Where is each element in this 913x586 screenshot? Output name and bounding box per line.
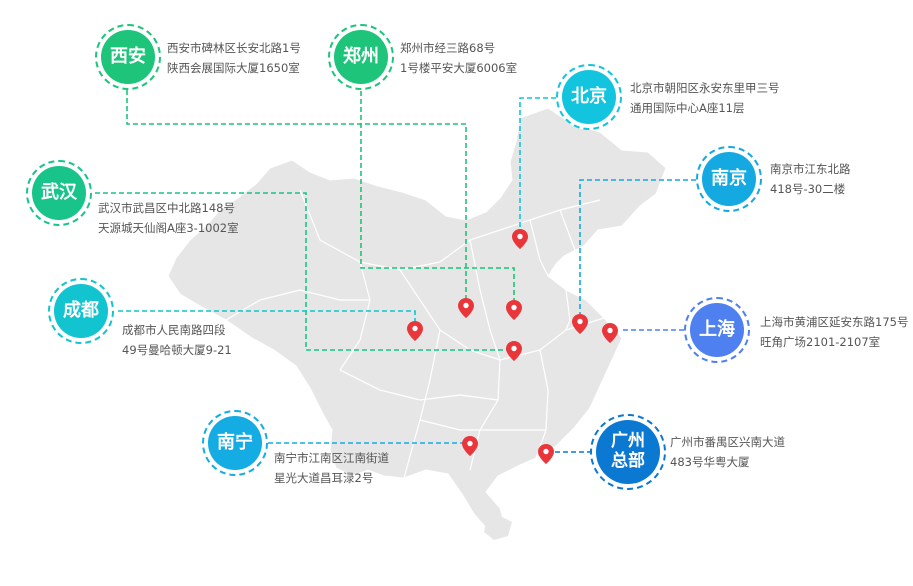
office-address-nanning: 南宁市江南区江南街道 星光大道昌耳渌2号 [274,448,389,488]
address-line: 武汉市武昌区中北路148号 [98,201,235,215]
office-badge-nanning[interactable]: 南宁 [208,416,262,470]
address-line: 483号华粤大厦 [670,455,750,469]
office-badge-xian[interactable]: 西安 [101,30,155,84]
office-address-zhengzhou: 郑州市经三路68号 1号楼平安大厦6006室 [400,38,517,78]
address-line: 旺角广场2101-2107室 [760,335,881,349]
address-line: 天源城天仙阁A座3-1002室 [98,221,239,235]
map-pin-xian[interactable] [458,298,474,318]
map-pin-wuhan[interactable] [506,341,522,361]
office-address-beijing: 北京市朝阳区永安东里甲三号 通用国际中心A座11层 [630,78,780,118]
address-line: 西安市碑林区长安北路1号 [167,41,301,55]
address-line: 南宁市江南区江南街道 [274,451,389,465]
map-pin-nanning[interactable] [462,436,478,456]
office-badge-beijing[interactable]: 北京 [562,70,616,124]
address-line: 上海市黄浦区延安东路175号 [760,315,909,329]
office-badge-shanghai[interactable]: 上海 [690,303,744,357]
office-badge-guangzhou[interactable]: 广州总部 [596,420,660,484]
map-pin-shanghai[interactable] [602,323,618,343]
address-line: 星光大道昌耳渌2号 [274,471,374,485]
address-line: 陕西会展国际大厦1650室 [167,61,300,75]
office-address-guangzhou: 广州市番禺区兴南大道 483号华粤大厦 [670,432,785,472]
address-line: 成都市人民南路四段 [122,323,226,337]
map-pin-guangzhou[interactable] [538,444,554,464]
map-pin-beijing[interactable] [512,229,528,249]
address-line: 418号-30二楼 [770,182,846,196]
map-pin-chengdu[interactable] [407,321,423,341]
office-badge-nanjing[interactable]: 南京 [702,152,756,206]
office-address-nanjing: 南京市江东北路 418号-30二楼 [770,159,851,199]
office-badge-wuhan[interactable]: 武汉 [32,166,86,220]
address-line: 1号楼平安大厦6006室 [400,61,518,75]
office-address-xian: 西安市碑林区长安北路1号 陕西会展国际大厦1650室 [167,38,301,78]
office-address-wuhan: 武汉市武昌区中北路148号 天源城天仙阁A座3-1002室 [98,198,239,238]
china-outline [167,107,667,531]
address-line: 广州市番禺区兴南大道 [670,435,785,449]
map-pin-zhengzhou[interactable] [506,300,522,320]
map-pin-nanjing[interactable] [572,314,588,334]
connector-chengdu [118,310,416,323]
address-line: 49号曼哈顿大厦9-21 [122,343,232,357]
connector-nanjing [579,179,696,316]
office-address-shanghai: 上海市黄浦区延安东路175号 旺角广场2101-2107室 [760,312,908,352]
address-line: 郑州市经三路68号 [400,41,496,55]
address-line: 通用国际中心A座11层 [630,101,745,115]
office-address-chengdu: 成都市人民南路四段 49号曼哈顿大厦9-21 [122,320,232,360]
address-line: 南京市江东北路 [770,162,851,176]
hainan-island [484,516,512,540]
connector-beijing [519,97,556,232]
office-badge-zhengzhou[interactable]: 郑州 [334,30,388,84]
address-line: 北京市朝阳区永安东里甲三号 [630,81,780,95]
connector-xian [126,90,467,302]
office-badge-chengdu[interactable]: 成都 [54,284,108,338]
connector-wuhan [95,192,514,351]
connector-zhengzhou [360,91,515,302]
